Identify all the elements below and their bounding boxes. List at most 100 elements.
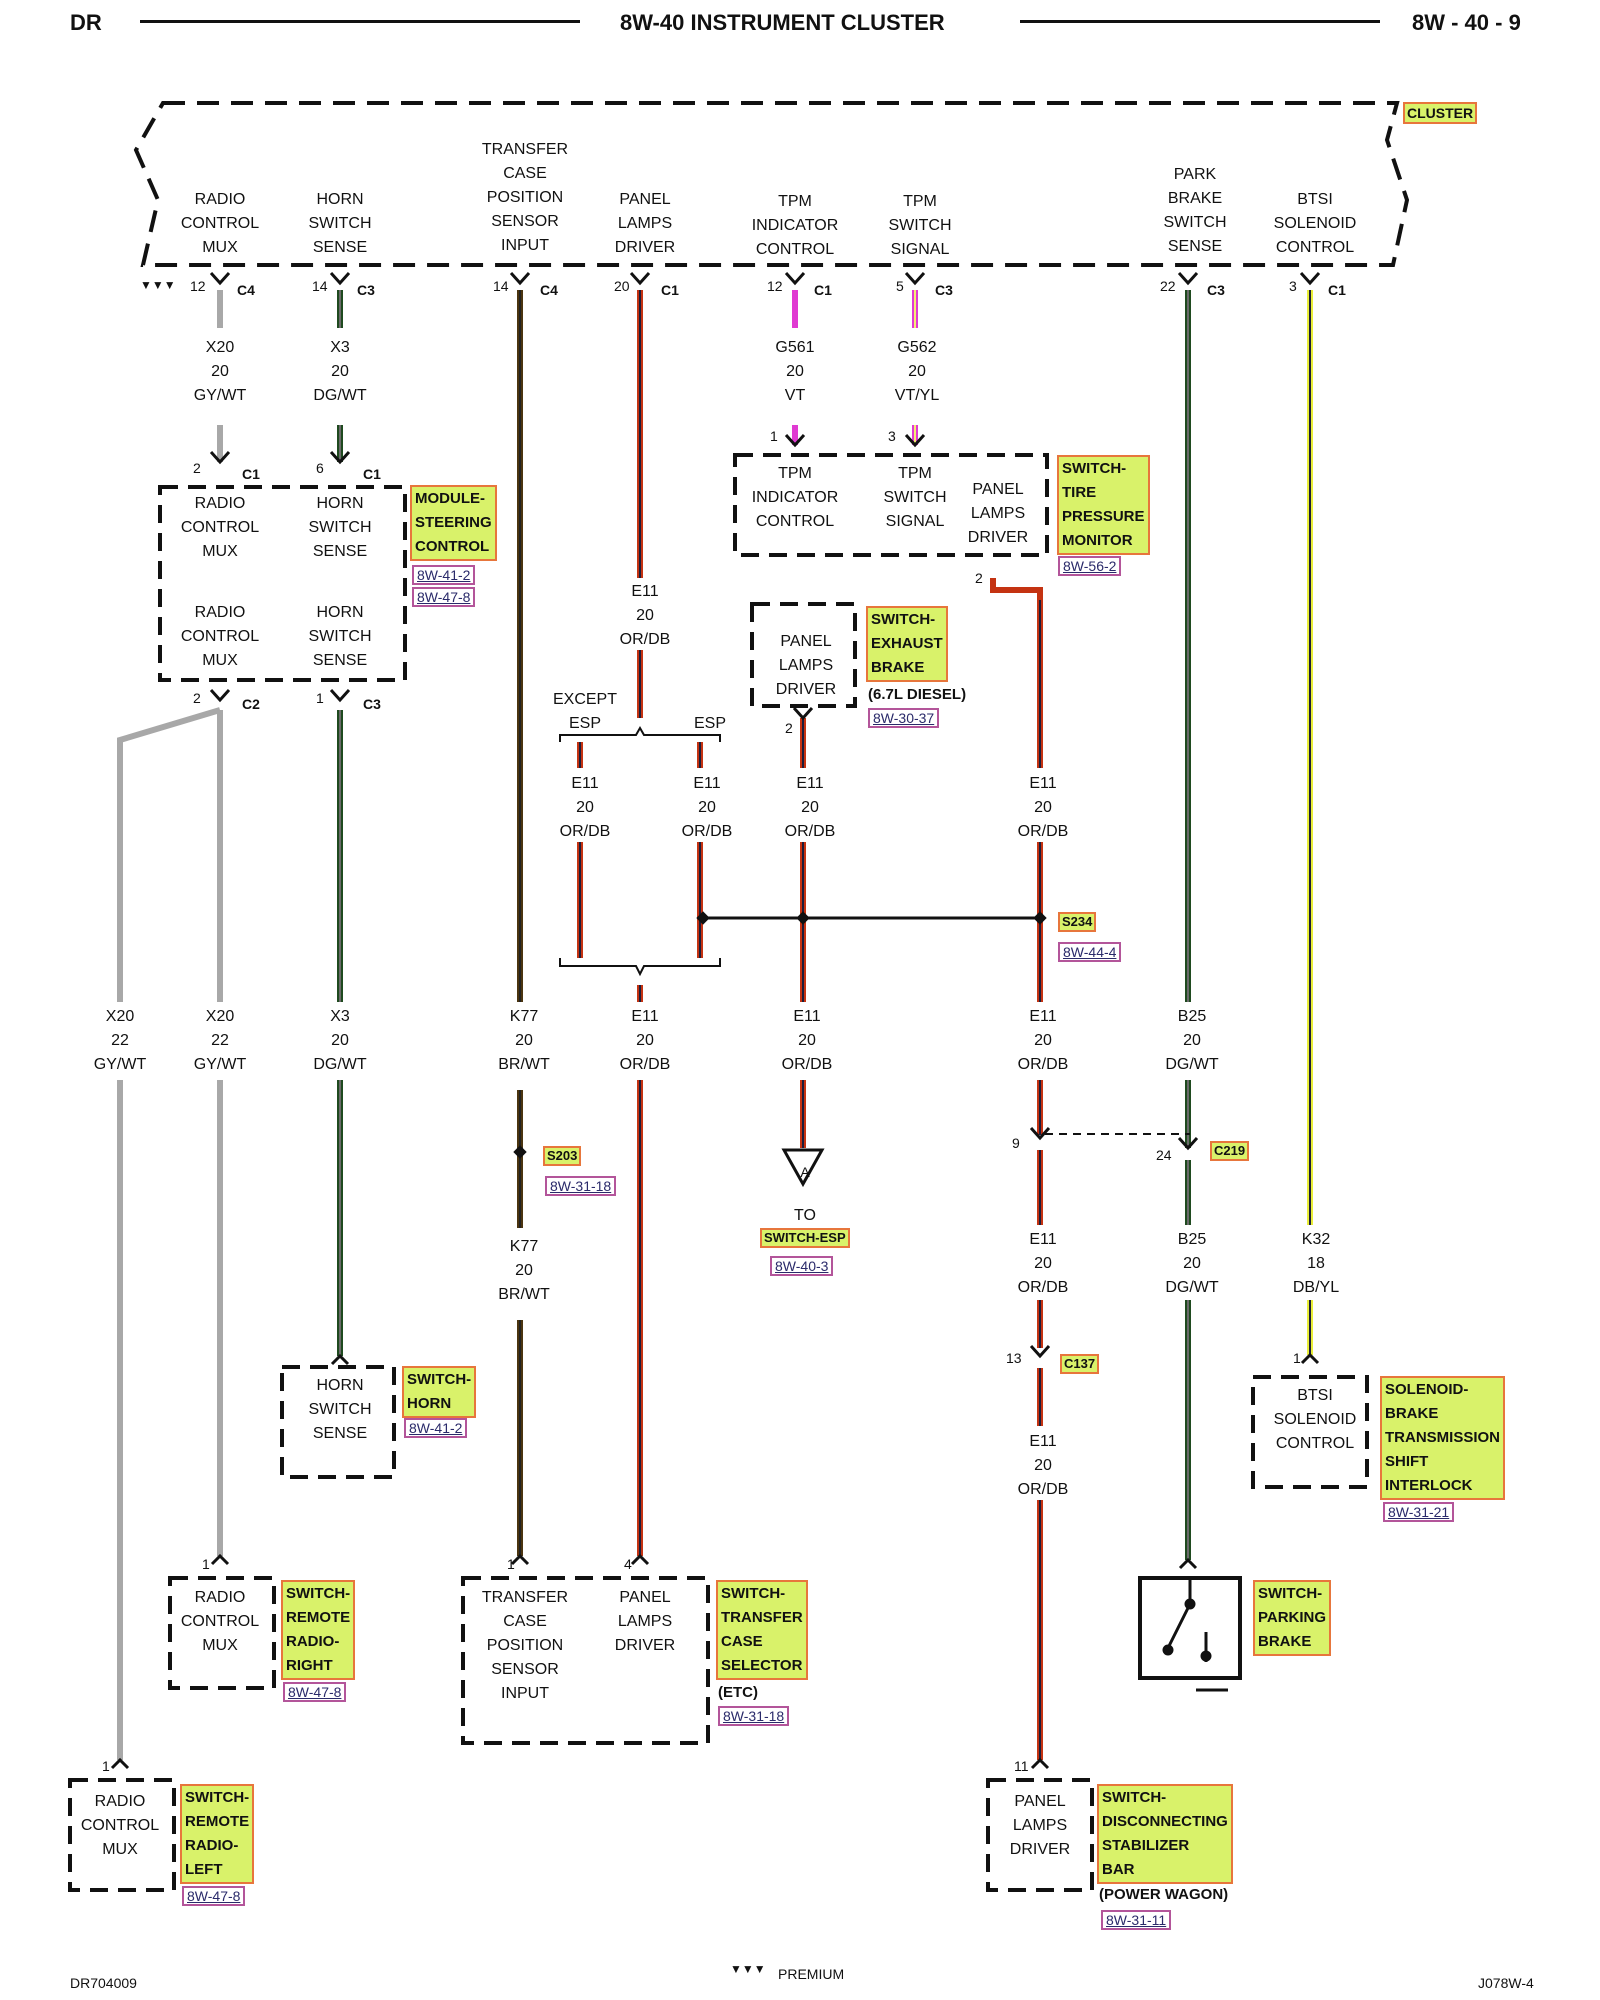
cluster-pin-tpmind-name: TPM INDICATOR CONTROL [751, 193, 839, 258]
connector-symbol [329, 688, 351, 703]
stabilizer-ref[interactable]: 8W-31-11 [1101, 1910, 1172, 1930]
connector-symbol [792, 706, 814, 721]
connector-symbol [509, 271, 531, 286]
conn-label: C1 [661, 282, 679, 298]
cluster-pin-horn-name: HORN SWITCH SENSE [308, 191, 372, 256]
connector-symbol [630, 1553, 650, 1566]
wire-label: G562 20 VT/YL [894, 339, 940, 404]
connector-symbol [629, 271, 651, 286]
steering-ref-1[interactable]: 8W-41-2 [412, 565, 476, 585]
s234-ref[interactable]: 8W-44-4 [1058, 942, 1122, 962]
connector-symbol [1177, 1136, 1199, 1151]
connector-symbol [1029, 1126, 1051, 1141]
pin-num: 1 [770, 428, 778, 444]
connector-symbol [330, 1353, 350, 1366]
tpm-ref[interactable]: 8W-56-2 [1058, 556, 1122, 576]
footer-right: J078W-4 [1478, 1975, 1534, 1991]
transfer-case-box [461, 1576, 710, 1745]
splice-s234: S234 [1058, 912, 1097, 932]
splice-dot [1200, 1650, 1212, 1662]
splice-dot [513, 1145, 527, 1159]
tpm-pin-1: TPM INDICATOR CONTROL [751, 465, 839, 530]
steering-pin-3: RADIO CONTROL MUX [180, 604, 260, 669]
transfer-note: (ETC) [718, 1684, 758, 1701]
wire-label: E11 20 OR/DB [1017, 775, 1069, 840]
wire-label: E11 20 OR/DB [1017, 1231, 1069, 1296]
footer-left: DR704009 [70, 1975, 137, 1991]
pin-num: 6 [316, 460, 324, 476]
radio-left-box [68, 1778, 176, 1892]
parking-switch-contacts [1166, 1578, 1228, 1692]
pin-num: 20 [614, 278, 630, 294]
wire-label: K77 20 BR/WT [498, 1238, 550, 1303]
wire-label: X20 22 GY/WT [193, 1008, 247, 1073]
pin-num: 2 [785, 720, 793, 736]
connector-symbol [209, 450, 231, 465]
splice-dot [1162, 1644, 1174, 1656]
connector-symbol [329, 271, 351, 286]
connector-symbol [209, 271, 231, 286]
connector-symbol [784, 271, 806, 286]
pin-num: 1 [316, 690, 324, 706]
tpm-pin-3: PANEL LAMPS DRIVER [967, 481, 1029, 546]
pin-num: 5 [896, 278, 904, 294]
wire-label: E11 20 OR/DB [784, 775, 836, 840]
cluster-pin-btsi-name: BTSI SOLENOID CONTROL [1273, 191, 1357, 256]
connector-symbol [784, 433, 806, 448]
steering-ref-2[interactable]: 8W-47-8 [412, 587, 476, 607]
page-title: 8W-40 INSTRUMENT CLUSTER [620, 10, 945, 35]
to-esp-tag: SWITCH-ESP [760, 1228, 850, 1248]
wire-label: E11 20 OR/DB [1017, 1433, 1069, 1498]
connector-symbol [210, 1553, 230, 1566]
pin-num: 2 [193, 690, 201, 706]
pin-num: 1 [102, 1758, 110, 1774]
pin-num: 11 [1014, 1758, 1029, 1774]
header-right: 8W - 40 - 9 [1412, 10, 1521, 35]
connector-symbol [1178, 1557, 1198, 1570]
horn-switch-box [280, 1365, 396, 1479]
splice-dot [696, 911, 710, 925]
conn-label: C2 [242, 696, 260, 712]
conn-label: C4 [540, 282, 558, 298]
steering-pin-2: HORN SWITCH SENSE [308, 495, 372, 560]
conn-label: C1 [814, 282, 832, 298]
exhaust-note: (6.7L DIESEL) [868, 686, 967, 703]
pin-num: 1 [202, 1556, 210, 1572]
connector-symbol [209, 688, 231, 703]
radio-left-pin: RADIO CONTROL MUX [80, 1793, 160, 1858]
transfer-tag: SWITCH- TRANSFER CASE SELECTOR [716, 1580, 808, 1680]
wire-label: X3 20 DG/WT [313, 339, 367, 404]
steering-pin-4: HORN SWITCH SENSE [308, 604, 372, 669]
connector-symbol [904, 433, 926, 448]
s203-ref[interactable]: 8W-31-18 [545, 1176, 617, 1196]
merge-brace [559, 958, 721, 977]
footer-premium: PREMIUM [778, 1966, 845, 1982]
pin-num: 14 [312, 278, 328, 294]
splice-dot [1184, 1598, 1196, 1610]
cluster-tag: CLUSTER [1403, 102, 1478, 124]
header-rule-left [140, 20, 580, 23]
radio-right-ref[interactable]: 8W-47-8 [283, 1682, 347, 1702]
exhaust-ref[interactable]: 8W-30-37 [868, 708, 940, 728]
splice-dot [1033, 911, 1047, 925]
footer-premium-symbol: ▼▼▼ [730, 1962, 766, 1976]
connector-c137: C137 [1060, 1354, 1100, 1374]
wire-label: B25 20 DG/WT [1165, 1231, 1219, 1296]
conn-label: C1 [363, 466, 381, 482]
radio-left-ref[interactable]: 8W-47-8 [182, 1886, 246, 1906]
conn-label: C3 [1207, 282, 1225, 298]
tpm-pin-2: TPM SWITCH SIGNAL [883, 465, 947, 530]
pin-num: 9 [1012, 1135, 1020, 1151]
pin-num: 4 [624, 1556, 632, 1572]
connector-symbol [1177, 271, 1199, 286]
horn-ref[interactable]: 8W-41-2 [404, 1418, 468, 1438]
transfer-ref[interactable]: 8W-31-18 [718, 1706, 790, 1726]
pin-num: 1 [507, 1556, 515, 1572]
to-esp-ref[interactable]: 8W-40-3 [770, 1256, 834, 1276]
pin-num: 2 [193, 460, 201, 476]
except-esp-label: EXCEPT ESP [552, 691, 617, 732]
btsi-ref[interactable]: 8W-31-21 [1383, 1502, 1455, 1522]
wire-label: E11 20 OR/DB [619, 1008, 671, 1073]
cluster-pin-radio-name: RADIO CONTROL MUX [180, 191, 260, 256]
wire-label: K32 18 DB/YL [1292, 1231, 1340, 1296]
